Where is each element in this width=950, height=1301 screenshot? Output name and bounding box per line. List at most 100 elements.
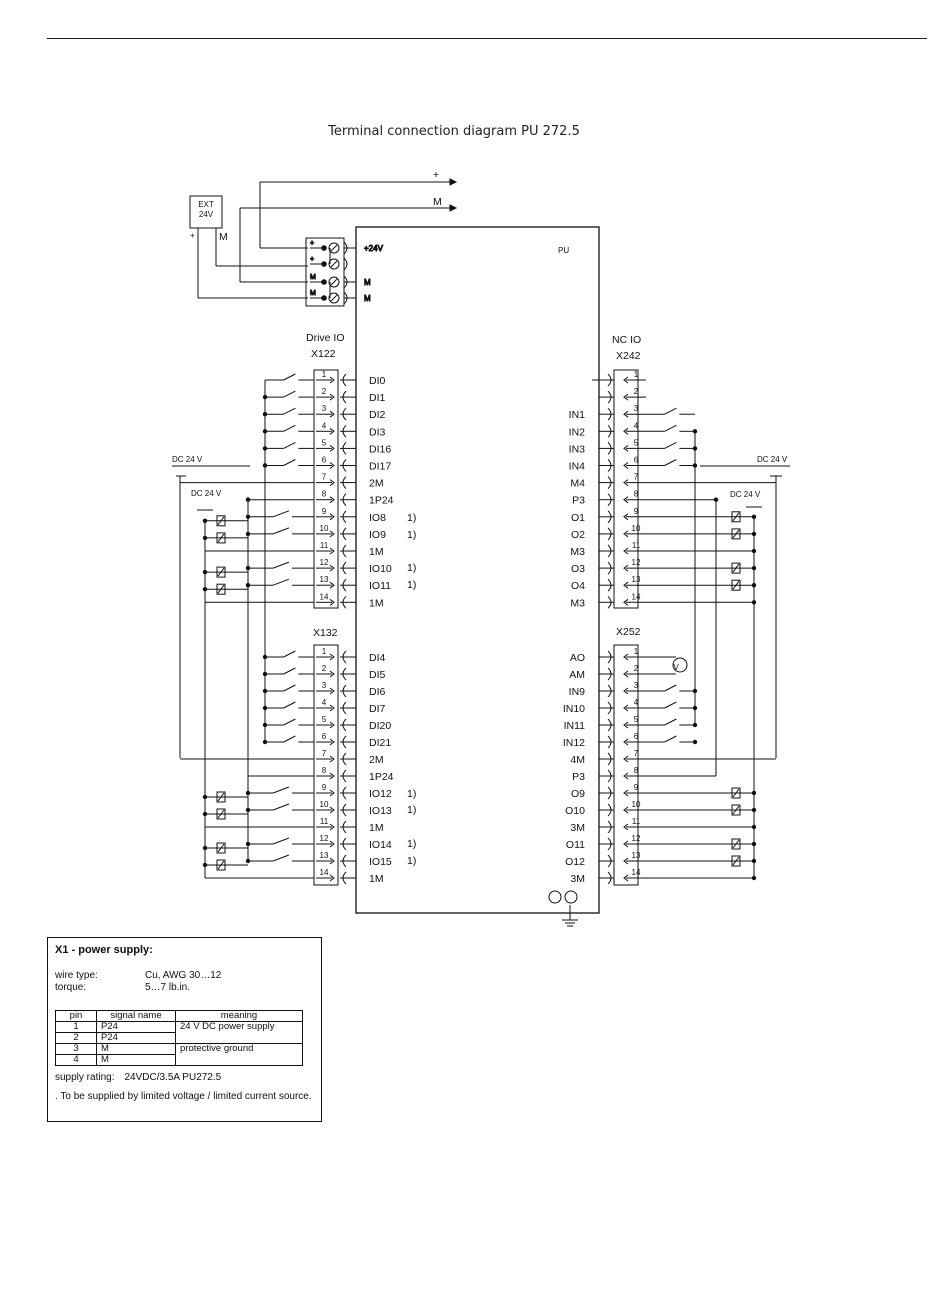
cell-pin-3: 3 [55,1043,97,1055]
terminal-pin-number: 2 [322,387,327,396]
load-slash [732,580,740,590]
terminal-pin-number: 1 [322,370,327,379]
pin-arrow [623,687,629,695]
pin-arrow [329,806,335,814]
pin-arrow [329,874,335,882]
terminal-pin-number: 8 [634,490,639,499]
terminal-pin-number: 7 [634,473,639,482]
terminal-pin-number: 13 [320,851,329,860]
junction-dot [262,412,268,417]
cell-pin-1: 1 [55,1021,97,1033]
footnote-io14: 1) [407,838,416,850]
terminal-pin-number: 14 [632,592,641,601]
load-slash [217,533,225,543]
junction-dot [751,858,757,864]
terminal-label: 1M [369,597,384,609]
junction-dot [262,739,268,745]
x132-title: X132 [313,627,338,639]
rating-value: 24VDC/3.5A PU272.5 [124,1072,222,1083]
terminal-label: O3 [571,563,585,575]
pin-arrow [623,772,629,780]
pin-arrow [623,410,629,418]
terminal-label: 3M [570,873,585,885]
terminal-label: M3 [570,546,585,558]
junction-dot [692,429,698,434]
pin-arrow [329,581,335,589]
pin-arrow [623,789,629,797]
x1-screw-slot [330,260,338,268]
pu-label: PU [558,246,569,255]
terminal-pin-number: 2 [634,387,639,396]
terminal-pin-number: 11 [320,817,329,826]
terminal-pin-number: 3 [634,404,639,413]
junction-dot [245,531,251,537]
figure-caption: Terminal connection diagram PU 272.5 [328,124,580,139]
x1-dot [321,245,327,251]
pin-arrow [623,445,629,452]
junction-dot [262,463,268,468]
footnote-io12: 1) [407,788,416,800]
pin-arrow [623,564,629,572]
cell-pin-4: 4 [55,1054,97,1066]
pin-arrow [623,479,629,486]
terminal-label: IO14 [369,839,392,851]
terminal-pin-number: 10 [632,524,641,533]
terminal-pin-number: 7 [322,749,327,758]
dc24-left-inner: DC 24 V [191,489,222,498]
switch-contact [272,837,290,845]
x1-pin-label: + [310,240,314,247]
ext-plus: + [190,231,195,240]
switch-contact [664,684,677,692]
drive-io-title: Drive IO [306,332,345,344]
cell-signal-3: M [96,1043,176,1055]
load-symbol [216,532,226,544]
terminal-label: 2M [369,478,384,490]
junction-dot [202,569,208,575]
switch-contact [272,786,290,794]
footnote-io10: 1) [407,562,416,574]
cell-signal-4: M [96,1054,176,1066]
junction-dot [245,565,251,571]
pin-arrow [623,376,629,384]
x1-dot [321,261,327,267]
junction-dot [692,722,698,728]
terminal-label: O9 [571,788,585,800]
terminal-pin-number: 3 [634,681,639,690]
pin-arrow [623,513,629,521]
pin-arrow [623,653,629,661]
th-signal: signal name [96,1010,176,1022]
pin-arrow [329,427,335,435]
terminal-label: M3 [570,597,585,609]
terminal-pin-number: 6 [322,732,327,741]
pin-arrow [329,598,335,606]
load-symbol [216,842,226,854]
switch-contact [272,803,290,811]
x1-power-supply-box: X1 - power supply: wire type:Cu, AWG 30…… [47,937,322,1122]
terminal-pin-number: 8 [634,766,639,775]
switch-contact [664,718,677,726]
terminal-label: DI21 [369,737,391,749]
terminal-label: AO [570,652,585,664]
terminal-pin-number: 4 [322,421,327,430]
junction-dot [262,688,268,694]
junction-dot [692,463,698,468]
x1-dot [321,295,327,301]
pin-arrow [623,670,629,678]
terminal-label: DI7 [369,703,386,715]
x1-screw-slot [330,278,338,286]
th-pin: pin [55,1010,97,1022]
terminal-label: DI20 [369,720,391,732]
pin-arrow [623,874,629,882]
cell-signal-1: P24 [96,1021,176,1033]
terminal-pin-number: 10 [320,800,329,809]
x1-dot [321,279,327,285]
pin-arrow [329,496,335,504]
switch-contact [272,527,290,535]
terminal-label: IN4 [569,461,586,473]
terminal-pin-number: 6 [634,732,639,741]
pin-arrow [329,547,335,555]
switch-contact [283,407,296,415]
terminal-pin-number: 4 [634,421,639,430]
terminal-pin-number: 6 [322,456,327,465]
